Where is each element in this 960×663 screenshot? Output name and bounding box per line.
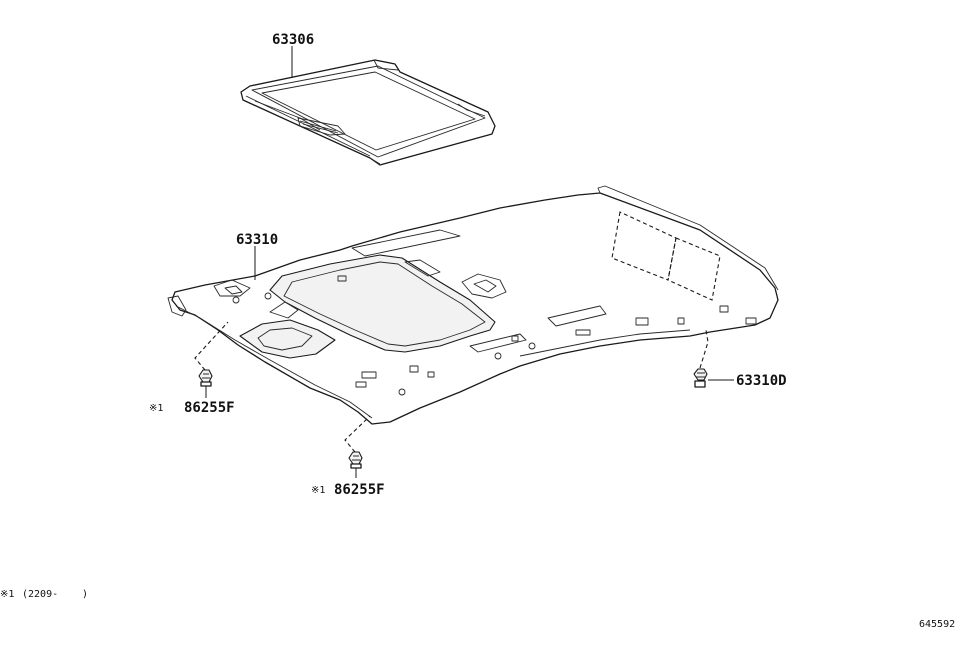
callout-leaders xyxy=(205,46,734,478)
clip-center[interactable] xyxy=(348,451,363,469)
diagram-number: 645592 xyxy=(919,619,955,630)
footnote-text: (2209- xyxy=(22,589,58,600)
assembly-lines xyxy=(194,321,709,453)
clip-right[interactable] xyxy=(693,368,708,388)
callout-86255f-left: 86255F xyxy=(184,400,235,416)
callout-63310: 63310 xyxy=(236,232,278,248)
callout-63310d: 63310D xyxy=(736,373,787,389)
callout-marker-center: ※1 xyxy=(311,485,325,496)
footnote-marker: ※1 xyxy=(0,589,14,600)
headliner-panel[interactable] xyxy=(167,185,779,425)
callout-86255f-center: 86255F xyxy=(334,482,385,498)
callout-63306: 63306 xyxy=(272,32,314,48)
clip-left[interactable] xyxy=(198,369,213,387)
footnote-close: ) xyxy=(82,589,88,600)
sunshade-panel[interactable] xyxy=(240,59,496,166)
callout-marker-left: ※1 xyxy=(149,403,163,414)
